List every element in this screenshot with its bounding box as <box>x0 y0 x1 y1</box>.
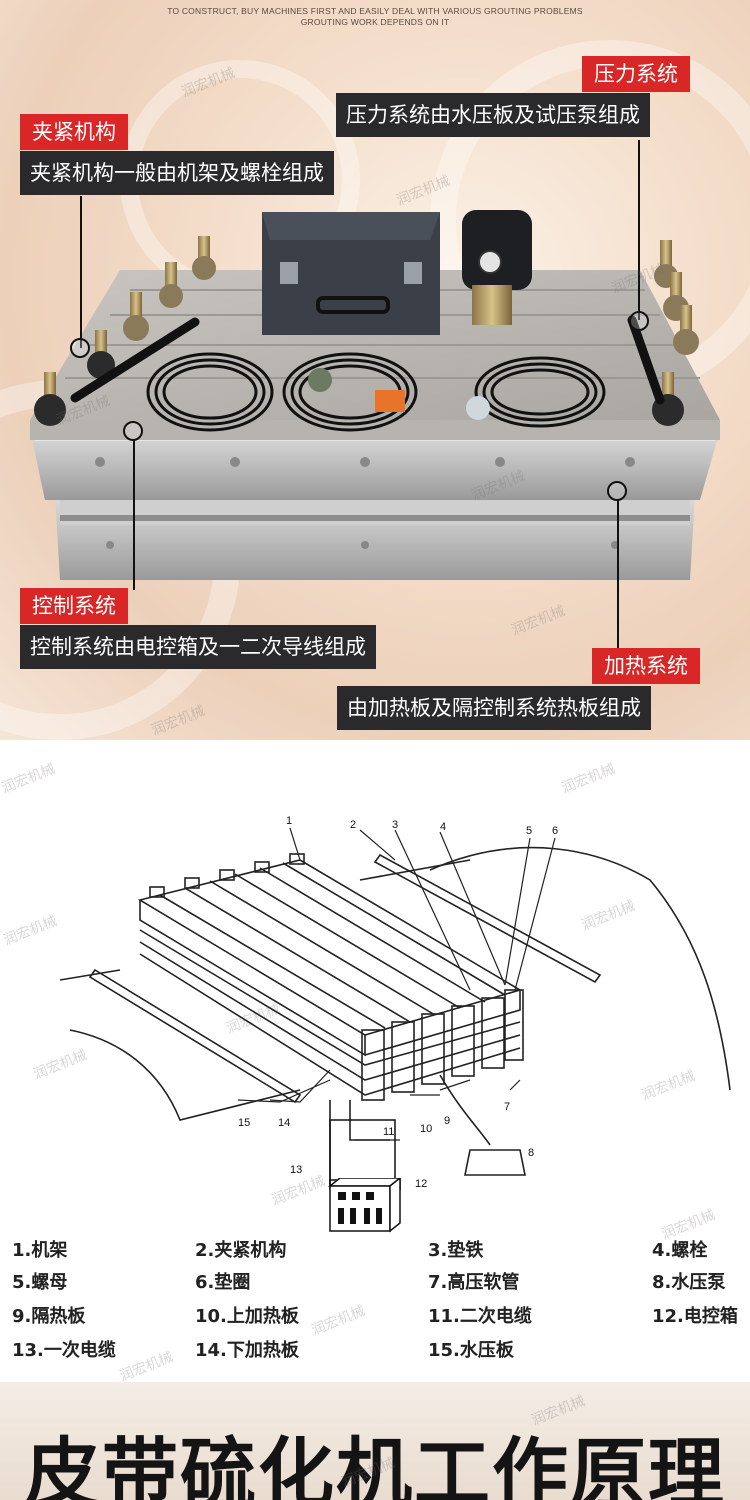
clamp-title: 夹紧机构 <box>20 114 128 150</box>
clamp-description: 夹紧机构一般由机架及螺栓组成 <box>20 151 334 195</box>
diagram-label-1: 1 <box>286 815 292 827</box>
heating-marker <box>607 481 627 501</box>
diagram-label-3: 3 <box>392 819 398 831</box>
heating-description: 由加热板及隔控制系统热板组成 <box>337 686 651 730</box>
part-item: 10.上加热板 <box>195 1306 299 1327</box>
pressure-leader-line <box>638 140 640 320</box>
tagline-line-1: TO CONSTRUCT, BUY MACHINES FIRST AND EAS… <box>167 6 583 16</box>
heating-title: 加热系统 <box>592 648 700 684</box>
diagram-label-9: 9 <box>444 1115 450 1127</box>
bottom-banner: 皮带硫化机工作原理 润宏机械 润宏机械 <box>0 1382 750 1500</box>
control-description: 控制系统由电控箱及一二次导线组成 <box>20 625 376 669</box>
part-item: 2.夹紧机构 <box>195 1240 287 1261</box>
tagline: TO CONSTRUCT, BUY MACHINES FIRST AND EAS… <box>0 6 750 28</box>
pressure-description: 压力系统由水压板及试压泵组成 <box>336 93 650 137</box>
part-item: 12.电控箱 <box>652 1306 738 1327</box>
control-title: 控制系统 <box>20 588 128 624</box>
diagram-label-12: 12 <box>415 1178 427 1190</box>
clamp-marker <box>70 338 90 358</box>
part-item: 9.隔热板 <box>12 1306 86 1327</box>
banner-title: 皮带硫化机工作原理 <box>24 1429 726 1500</box>
diagram-label-7: 7 <box>504 1101 510 1113</box>
control-box-illustration <box>327 1178 402 1233</box>
control-leader-line <box>133 440 135 590</box>
diagram-label-8: 8 <box>528 1147 534 1159</box>
parts-list: 1.机架 2.夹紧机构 3.垫铁 4.螺栓 5.螺母 6.垫圈 7.高压软管 8… <box>0 1230 750 1370</box>
diagram-label-13: 13 <box>290 1164 302 1176</box>
part-item: 3.垫铁 <box>428 1240 484 1261</box>
diagram-label-5: 5 <box>526 825 532 837</box>
heating-leader-line <box>617 500 619 648</box>
part-item: 13.一次电缆 <box>12 1340 116 1361</box>
pressure-title: 压力系统 <box>582 56 690 92</box>
part-item: 6.垫圈 <box>195 1272 251 1293</box>
vulcanizer-machine-illustration <box>30 210 720 580</box>
tagline-line-2: GROUTING WORK DEPENDS ON IT <box>300 17 450 27</box>
vulcanizer-exploded-diagram: 1 2 3 4 5 6 7 8 9 10 11 12 13 14 15 <box>59 815 731 1190</box>
diagram-label-15: 15 <box>238 1117 250 1129</box>
part-item: 11.二次电缆 <box>428 1306 532 1327</box>
control-marker <box>123 421 143 441</box>
part-item: 7.高压软管 <box>428 1272 520 1293</box>
part-item: 8.水压泵 <box>652 1272 726 1293</box>
clamp-leader-line <box>80 196 82 348</box>
part-item: 14.下加热板 <box>195 1340 299 1361</box>
part-item: 1.机架 <box>12 1240 68 1261</box>
diagram-label-4: 4 <box>440 821 446 833</box>
product-photo-section: TO CONSTRUCT, BUY MACHINES FIRST AND EAS… <box>0 0 750 740</box>
part-item: 4.螺栓 <box>652 1240 708 1261</box>
part-item: 15.水压板 <box>428 1340 514 1361</box>
diagram-label-6: 6 <box>552 825 558 837</box>
diagram-label-11: 11 <box>383 1126 394 1138</box>
part-item: 5.螺母 <box>12 1272 68 1293</box>
diagram-label-2: 2 <box>350 819 356 831</box>
pressure-marker <box>629 311 649 331</box>
diagram-label-14: 14 <box>278 1117 290 1129</box>
diagram-label-10: 10 <box>420 1123 432 1135</box>
